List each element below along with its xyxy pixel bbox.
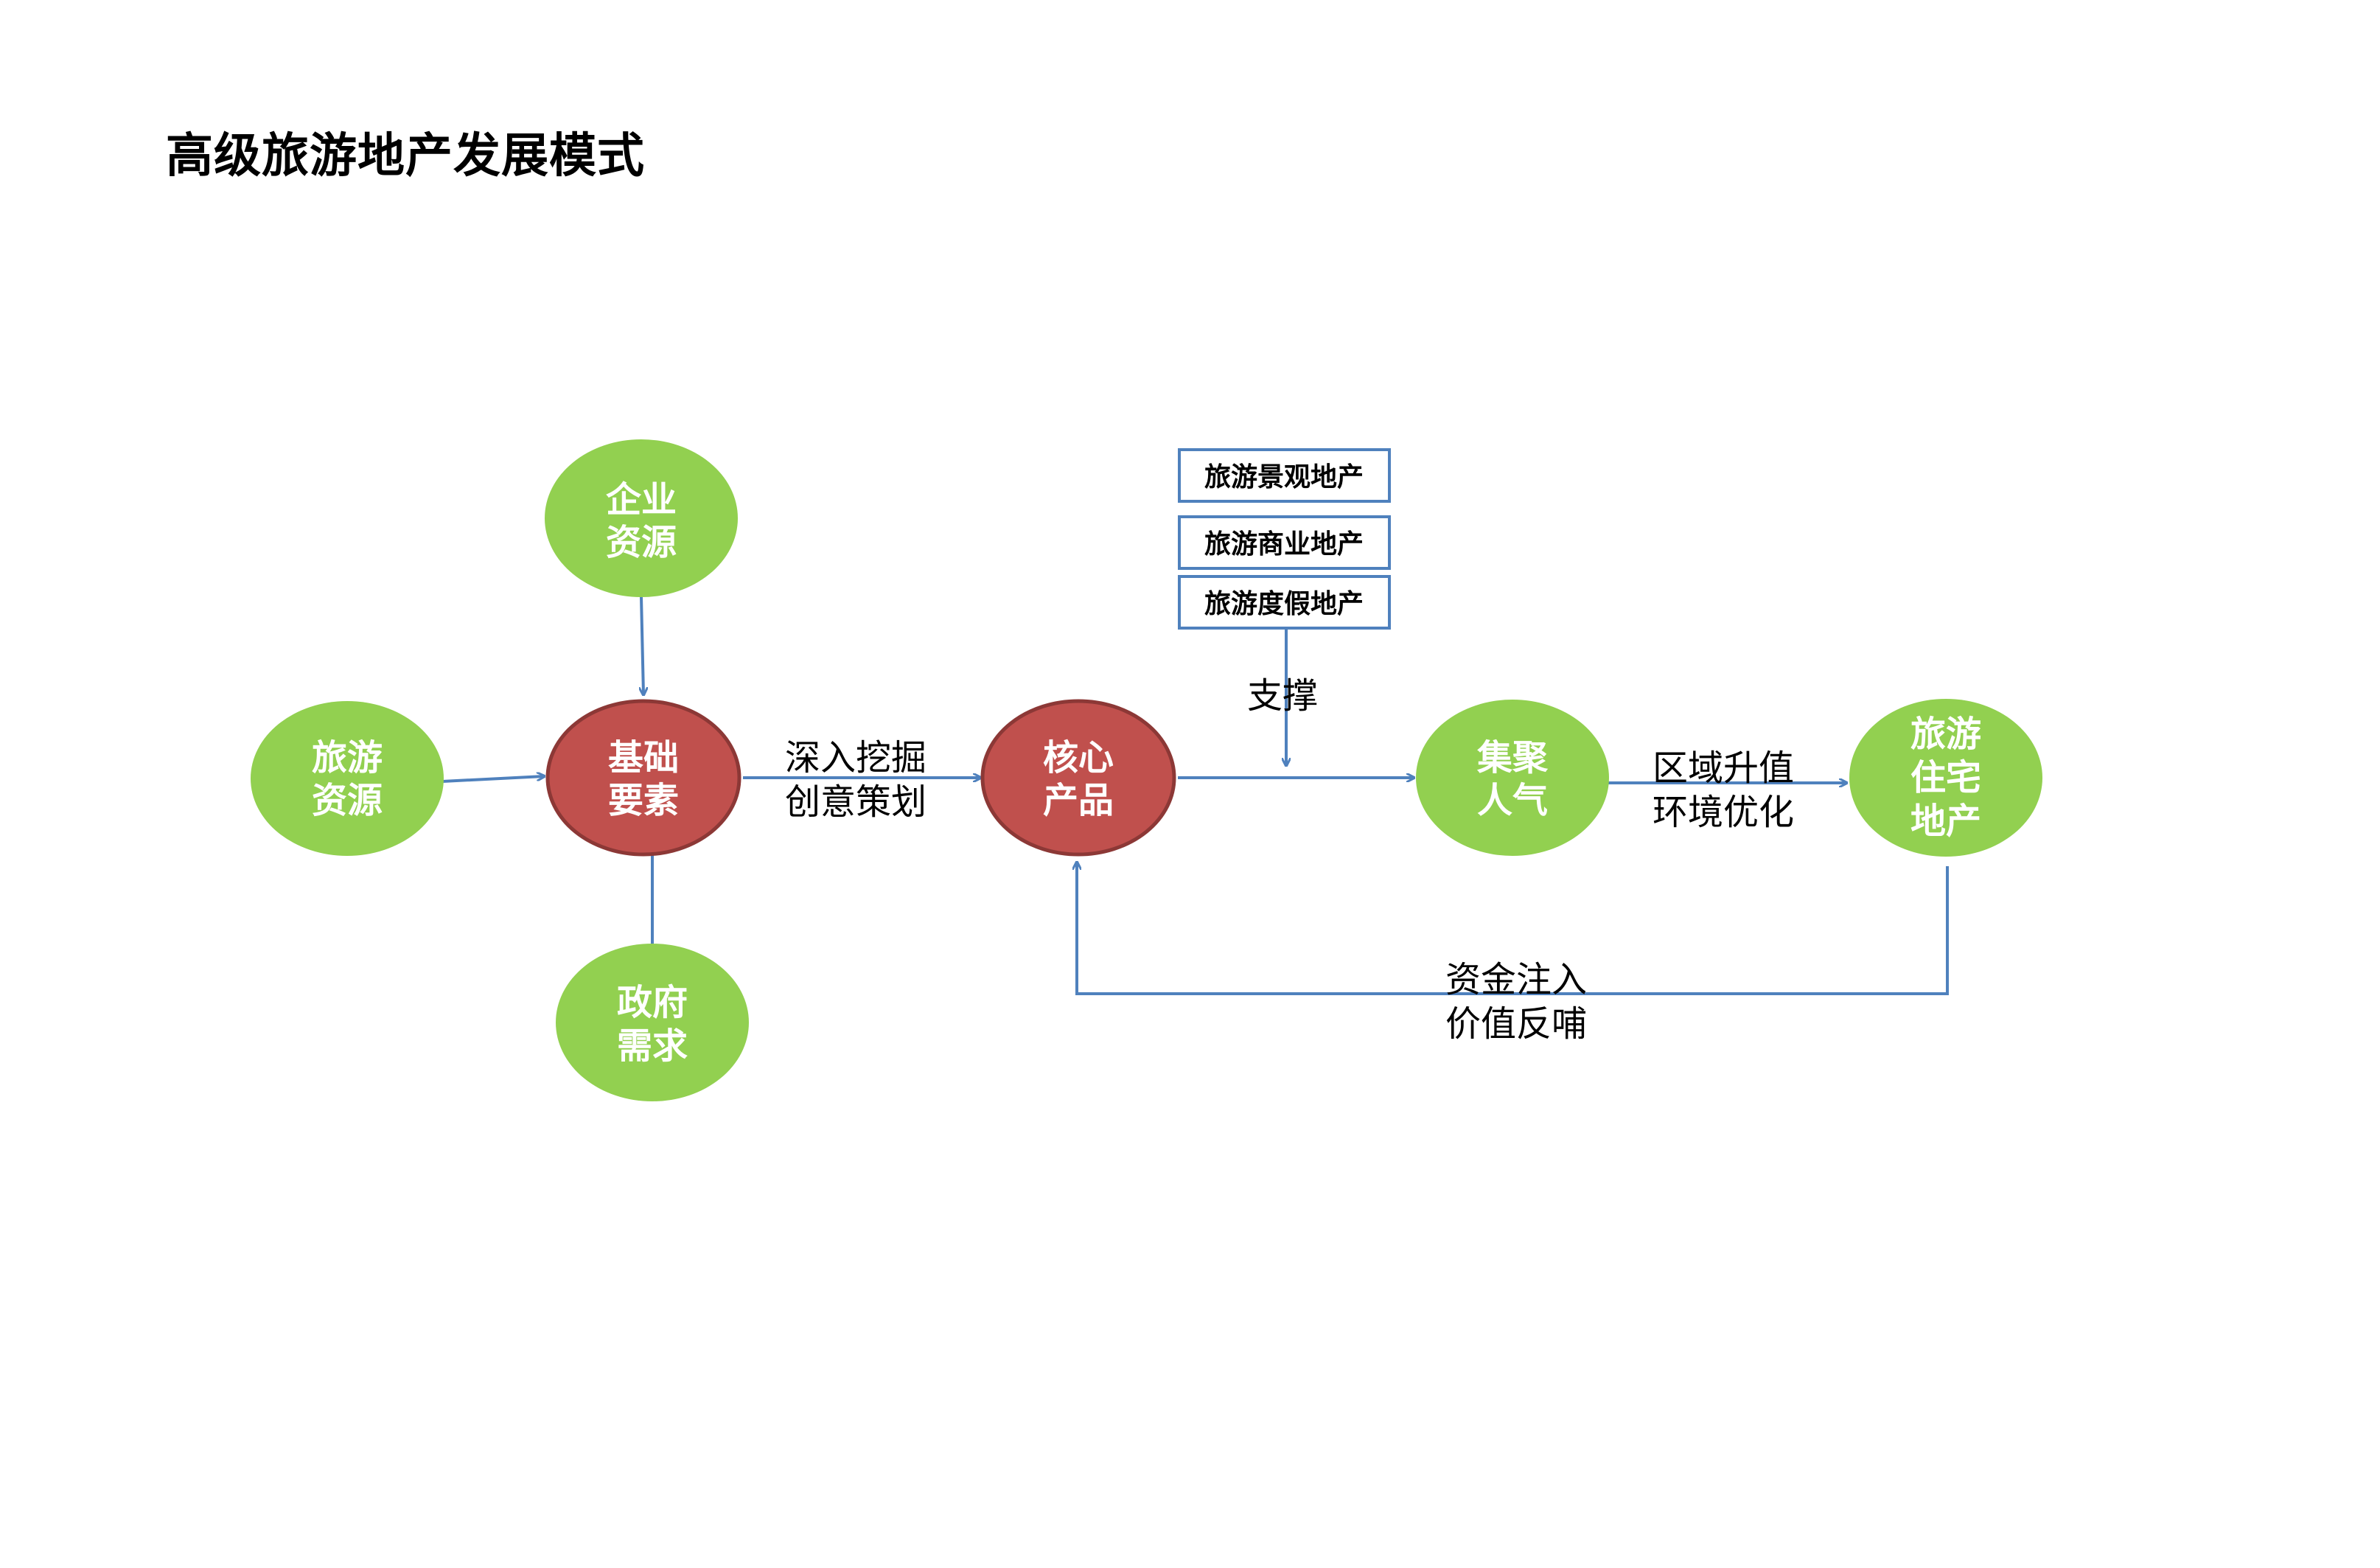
label-value-line1: 区域升值 (1653, 748, 1794, 789)
node-label: 人气 (1477, 780, 1548, 821)
node-gather-popularity: 集聚 人气 (1416, 700, 1609, 856)
page-title: 高级旅游地产发展模式 (166, 129, 645, 184)
node-label: 产品 (1043, 780, 1114, 821)
label-dig-line1: 深入挖掘 (785, 737, 926, 778)
node-label: 核心 (1043, 737, 1114, 778)
node-label: 企业 (606, 479, 677, 520)
box-resort-realestate: 旅游度假地产 (1178, 575, 1391, 630)
arrow-enterprise-to-basic (641, 596, 643, 694)
node-label: 旅游 (1910, 714, 1981, 755)
arrow-tourism-to-basic (442, 776, 544, 783)
arrow-feedback-loop (1077, 863, 1949, 995)
box-label: 旅游景观地产 (1204, 462, 1364, 492)
node-label: 需求 (617, 1025, 688, 1067)
node-label: 旅游 (312, 737, 383, 778)
node-government-demand: 政府 需求 (556, 944, 749, 1101)
node-label: 住宅 (1910, 757, 1981, 798)
node-core-product: 核心 产品 (980, 699, 1176, 857)
box-landscape-realestate: 旅游景观地产 (1178, 448, 1391, 503)
box-commercial-realestate: 旅游商业地产 (1178, 515, 1391, 570)
node-label: 资源 (312, 780, 383, 821)
node-label: 地产 (1910, 801, 1981, 842)
label-dig-line2: 创意策划 (785, 781, 926, 823)
node-label: 政府 (617, 982, 688, 1023)
node-basic-elements: 基础 要素 (545, 699, 741, 857)
connectors (442, 596, 1949, 995)
label-support: 支撑 (1247, 675, 1318, 717)
label-feedback-line2: 价值反哺 (1445, 1003, 1587, 1045)
node-enterprise-resource: 企业 资源 (545, 439, 738, 597)
label-value-line2: 环境优化 (1653, 792, 1794, 833)
node-label: 集聚 (1476, 737, 1549, 778)
node-label: 要素 (608, 780, 679, 821)
label-feedback-line1: 资金注入 (1445, 959, 1587, 1000)
node-label: 基础 (608, 737, 679, 778)
box-label: 旅游商业地产 (1204, 529, 1364, 560)
node-label: 资源 (606, 522, 677, 563)
node-tourism-resource: 旅游 资源 (251, 701, 444, 856)
node-tourism-residential: 旅游 住宅 地产 (1849, 699, 2042, 857)
box-label: 旅游度假地产 (1204, 589, 1364, 619)
